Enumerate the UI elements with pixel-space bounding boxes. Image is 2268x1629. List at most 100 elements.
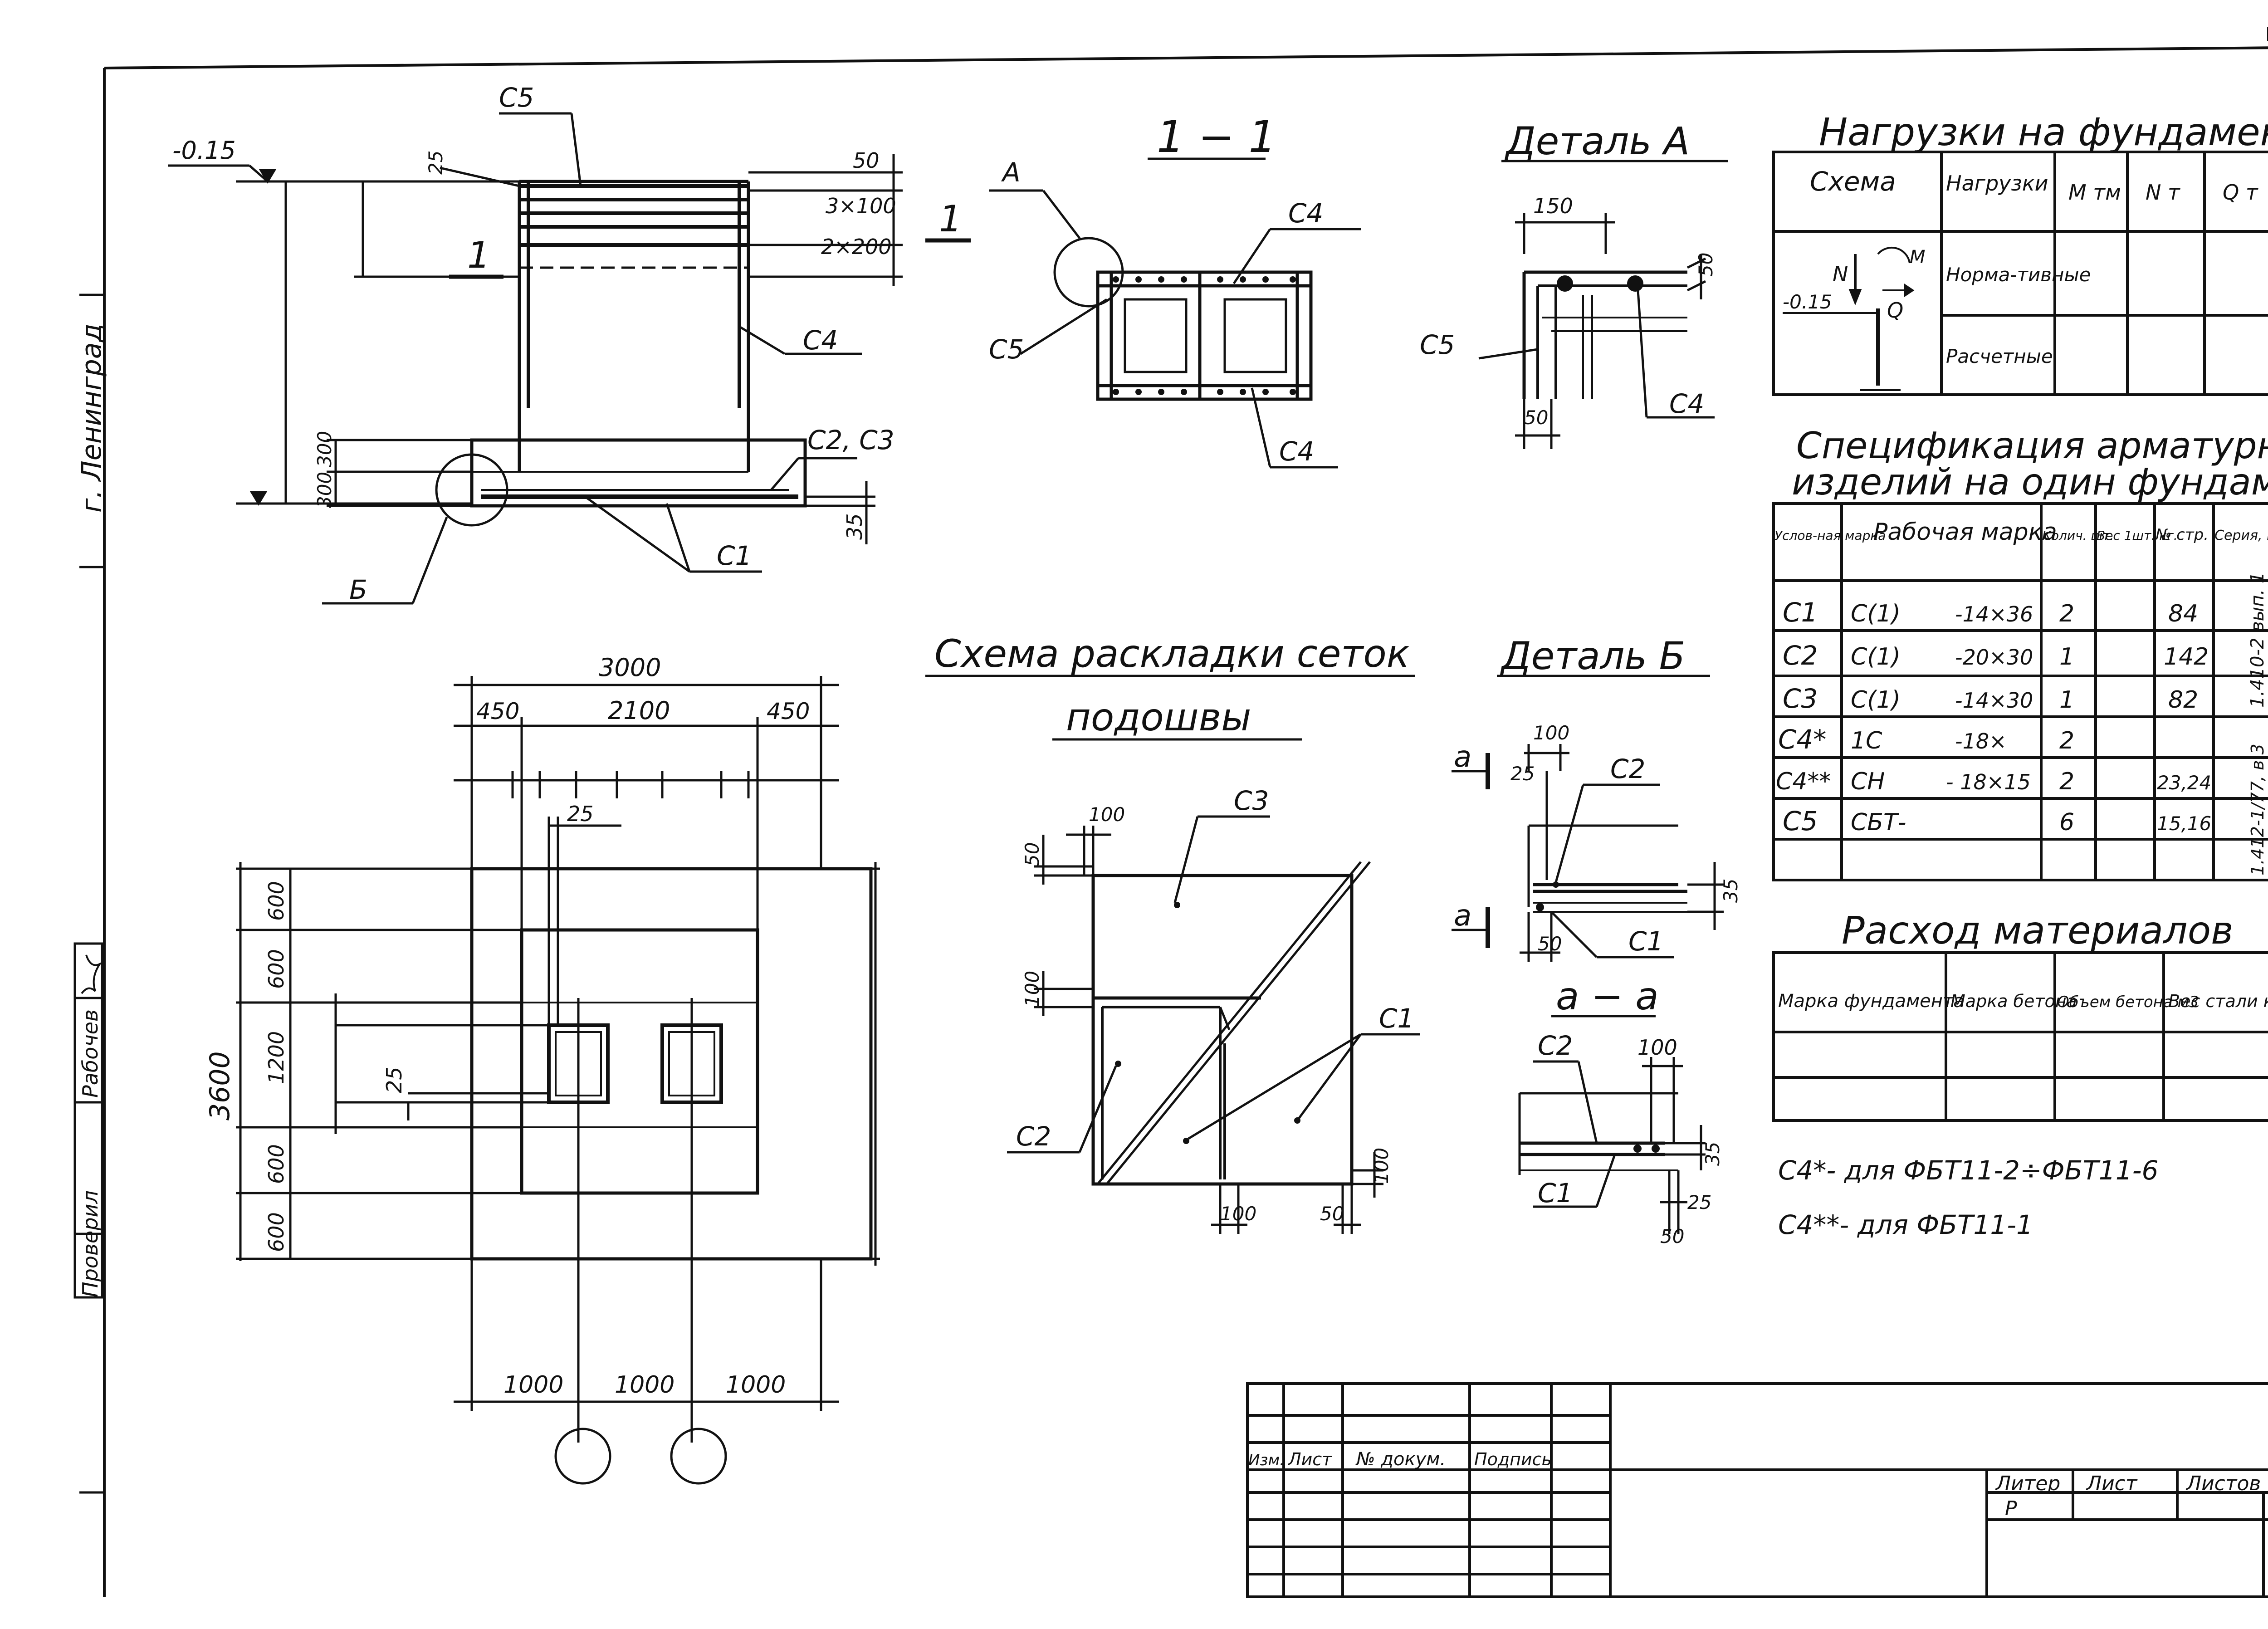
section-aa [1518,1015,1706,1234]
mesh-dim-50b: 50 [1320,1203,1344,1225]
materials-table [1772,951,2268,1122]
loads-scheme-n: N [1833,262,1848,286]
spec-row-0-qty: 2 [2059,600,2074,627]
section-aa-c1-label: C1 [1538,1178,1573,1208]
spec-row-3-qty: 2 [2059,727,2074,754]
spec-row-5-work: CБТ- [1851,809,1906,836]
section-aa-dots [1633,1145,1660,1153]
loads-table-title: Нагрузки на фундамент [1819,110,2268,154]
plan-dim-v2: 1200 [264,1031,288,1084]
spec-row-2-page: 82 [2168,686,2198,714]
mesh-c1-label: C1 [1379,1003,1414,1034]
materials-header-1: Марка бетона [1950,991,2077,1011]
mesh-dim-100c: 100 [1370,1148,1393,1184]
materials-title: Расход материалов [1842,908,2234,953]
elevation-view [168,112,971,605]
spec-row-1-qty: 1 [2059,643,2074,670]
tb-header-doc: № докум. [1355,1449,1446,1470]
detail-a-c5-label: C5 [1420,329,1455,360]
spec-series-1: 1.410-2 вып. 1 [2247,572,2268,708]
tb-liter: Литер [1995,1472,2060,1495]
plan-dim-v3: 600 [264,1144,288,1184]
elev-dim-50: 50 [853,148,880,173]
elev-dim-2x200: 2×200 [821,235,892,259]
plan-dim-v4: 600 [264,1212,288,1252]
mesh-title-1: Схема раскладки сеток [934,631,1410,676]
loads-header-q: Q т [2223,180,2258,205]
elev-dim-3x100: 3×100 [826,194,896,218]
loads-row-normative: Норма-тивные [1946,264,2091,286]
plan-dim-2100: 2100 [608,696,670,725]
materials-header-0: Марка фундамента [1778,991,1965,1012]
spec-header-series: Серия, выпуск [2214,528,2268,543]
mesh-c2-label: C2 [1016,1121,1051,1152]
spec-row-2-size: -14×30 [1955,688,2033,713]
plan-dim-450a: 450 [476,698,519,724]
detail-a-dim-150: 150 [1533,194,1573,218]
spec-row-1-size: -20×30 [1955,645,2033,670]
spec-row-3-mark: C4* [1778,724,1826,755]
mesh-dots [1115,902,1300,1144]
loads-header-loads: Нагрузки [1946,171,2048,196]
spec-row-5-mark: C5 [1783,806,1818,837]
loads-header-m: M тм [2068,180,2121,205]
section-c5-label: C5 [989,334,1024,365]
spec-row-2-work: C(1) [1851,686,1901,714]
spec-row-3-work: 1C [1851,727,1882,754]
detail-b-c1-label: C1 [1628,926,1663,957]
plan-dim-bottom-1: 1000 [615,1371,675,1399]
detail-b-title: Деталь Б [1500,634,1685,678]
mesh-dim-50a: 50 [1021,842,1043,866]
spec-row-4-mark: C4** [1776,768,1831,795]
elev-dim-25: 25 [425,151,447,175]
spec-header-mark: Услов-ная марка [1774,528,1886,543]
tb-header-sheet: Лист [1287,1449,1333,1469]
materials-header-3: Вес стали кг [2168,991,2268,1011]
stamp-role-b: Проверил [78,1190,103,1297]
loads-table [1772,151,2268,396]
detail-b-cut-bottom: a [1454,899,1471,933]
section-1-1-title: 1 − 1 [1157,112,1276,162]
spec-series-2: 1.412-1/77, в.3 [2248,744,2268,876]
mesh-title-2: подошвы [1066,695,1251,739]
spec-row-5-qty: 6 [2059,809,2074,836]
section-aa-dim-35: 35 [1701,1142,1724,1166]
elev-c1-label: C1 [717,540,752,571]
section-aa-c2-label: C2 [1538,1030,1573,1061]
sheet-frame [103,27,2268,1597]
loads-header-n: N т [2146,180,2180,205]
detail-b-dim-50: 50 [1538,933,1562,955]
spec-row-1-work: C(1) [1851,643,1901,670]
detail-a-c4-label: C4 [1669,388,1704,419]
spec-header-work: Рабочая марка [1873,519,2057,546]
spec-row-1-mark: C2 [1783,640,1818,671]
mesh-dim-100d: 100 [1220,1203,1256,1225]
spec-row-2-mark: C3 [1783,683,1818,714]
section-aa-dim-100: 100 [1637,1035,1677,1060]
detail-b-dim-35: 35 [1720,879,1742,903]
tb-header-change: Изм. [1248,1451,1285,1469]
detail-a-dim-50a: 50 [1695,253,1717,277]
detail-a-dots [1557,275,1643,292]
spec-title-2: изделий на один фундамент [1792,461,2268,503]
section-1-1 [989,157,1361,469]
elev-dim-300a: 300 [313,431,336,467]
loads-row-design: Расчетные [1946,345,2053,367]
materials-header-2: Объем бетона м3 [2057,993,2199,1011]
section-aa-dim-25: 25 [1687,1191,1711,1213]
section-aa-dim-50: 50 [1660,1225,1684,1247]
section-detail-a-label: А [1001,157,1021,188]
spec-row-5-page: 15,16 [2157,812,2211,835]
elev-c4-label: C4 [803,325,838,356]
detail-a [1478,160,1728,449]
loads-header-scheme: Схема [1810,166,1896,197]
elev-dim-35: 35 [842,513,867,540]
spec-row-2-qty: 1 [2059,686,2074,714]
detail-a-title: Деталь А [1504,119,1690,163]
spec-title-1: Спецификация арматурных [1796,425,2268,467]
tb-sheets: Листов [2185,1472,2261,1495]
spec-row-1-page: 142 [2164,643,2209,670]
elev-level-label: -0.15 [172,136,236,165]
note-c4-double-star: C4**- для ФБТ11-1 [1778,1209,2033,1240]
